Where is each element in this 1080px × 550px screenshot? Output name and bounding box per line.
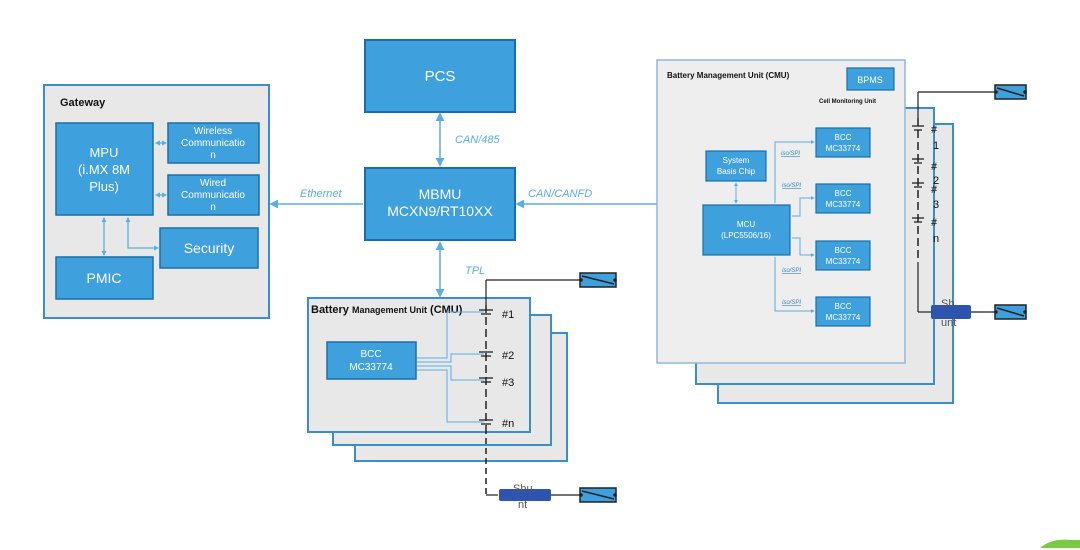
bottom-shunt-label-line1: Shu [513,483,533,495]
bottom-cell-label-2: #2 [502,350,514,362]
bottom-cell-label-3: #3 [502,377,514,389]
bottom-cell-label-n: #n [502,418,514,430]
right-cmu-subtitle: Cell Monitoring Unit [819,99,876,105]
can485-label: CAN/485 [455,134,501,146]
wireless-label-line2: Communicatio [181,138,245,149]
mcu-block [702,204,791,256]
bottom-shunt [499,489,551,501]
wired-label-line2: Communicatio [181,190,245,201]
gateway-title: Gateway [60,97,106,109]
mbmu-label-line2: MCXN9/RT10XX [387,203,493,219]
right-cell-2-num: 2 [933,175,939,187]
right-bcc-block-4 [815,296,871,327]
right-bcc-2-line1: BCC [835,189,852,198]
bottom-shunt-label-line2: nt [518,499,527,511]
mbmu-block [364,167,516,241]
bottom-cell-label-1: #1 [502,309,514,321]
sbc-block [705,150,767,182]
right-bcc-block-2 [815,183,871,214]
right-cell-1-hash: # [931,124,938,136]
right-cell-n-hash: # [931,217,938,229]
right-bcc-block-3 [815,240,871,271]
bottom-cmu-title-suffix: (CMU) [427,304,463,316]
pcs-block [364,39,516,113]
right-cell-2-hash: # [931,161,938,173]
relay-connector-icon [579,272,617,288]
mcu-label-line1: MCU [737,220,755,229]
mpu-label-line2: (i.MX 8M [78,162,130,177]
bpms-label: BPMS [857,75,883,85]
security-block [159,227,259,269]
isospi-label-3: iso/SPI [782,268,801,274]
bottom-bcc-wires [417,311,484,423]
isospi-label-2: iso/SPI [782,183,801,189]
right-cmu-title: Battery Management Unit (CMU) [667,71,790,80]
right-cell-3-num: 3 [933,199,939,211]
ethernet-label: Ethernet [300,188,343,200]
sbc-label-line2: Basis Chip [717,167,756,176]
right-bcc-4-line2: MC33774 [826,313,861,322]
right-shunt-label-line1: Sh [941,298,954,310]
right-bcc-4-line1: BCC [835,302,852,311]
mcu-label-line2: (LPC5506/16) [721,231,771,240]
mpu-label-line1: MPU [90,145,119,160]
isospi-label-4: iso/SPI [782,300,801,306]
right-cell-1-num: 1 [933,140,939,152]
right-bcc-3-line2: MC33774 [826,257,861,266]
right-bcc-3-line1: BCC [835,246,852,255]
bottom-cmu-title-prefix: Battery [311,304,352,316]
pmic-block [55,256,154,300]
wired-block [167,174,260,216]
mpu-security-arrow [125,216,160,251]
bottom-bcc-label-line1: BCC [360,349,381,360]
isospi-label-1: iso/SPI [781,151,800,157]
mcu-bcc-links [774,140,815,313]
pmic-label: PMIC [87,270,122,286]
mpu-label-line3: Plus) [89,179,119,194]
sbc-label-line1: System [723,156,750,165]
corner-logo-fragment [1040,539,1080,548]
relay-connector-icon [579,487,617,503]
battery-cell-symbol [479,309,493,425]
right-bcc-1-line2: MC33774 [826,144,861,153]
pcs-label: PCS [425,68,456,85]
right-shunt-label-line2: unt [941,317,956,329]
right-bcc-1-line1: BCC [835,133,852,142]
bottom-bcc-block [326,341,417,380]
wireless-label-line1: Wireless [194,126,232,137]
right-bcc-block-1 [815,127,871,158]
wireless-label-line3: n [210,150,216,161]
relay-connector-icon [994,304,1027,320]
bpms-block [846,67,895,91]
security-label: Security [184,240,235,256]
tpl-label: TPL [465,265,485,277]
mpu-block [55,122,154,216]
bottom-cmu-title-mid: Management Unit [352,305,427,315]
right-shunt [931,305,971,319]
wired-label-line3: n [210,202,216,213]
canfd-label: CAN/CANFD [528,188,592,200]
mbmu-label-line1: MBMU [419,186,462,202]
relay-connector-icon [994,84,1027,100]
right-cell-n-num: n [933,233,939,245]
wired-label-line1: Wired [200,178,226,189]
battery-cell-symbol [912,125,924,223]
wireless-block [167,122,260,164]
right-bcc-2-line2: MC33774 [826,200,861,209]
bottom-cmu-title: Battery Management Unit (CMU) [311,304,463,316]
right-cell-3-hash: # [931,184,938,196]
bottom-bcc-label-line2: MC33774 [349,362,393,373]
